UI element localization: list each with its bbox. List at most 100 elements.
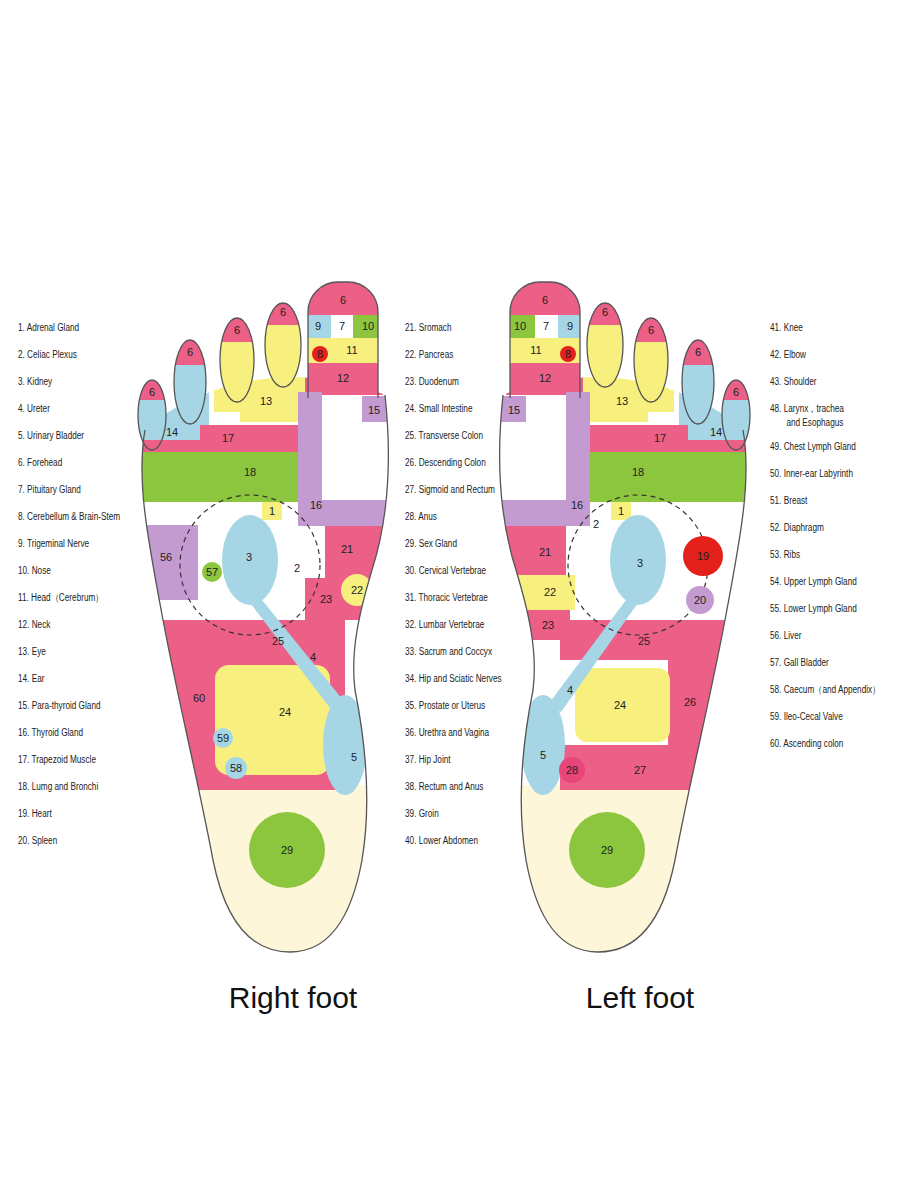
key-entry: 52. Diaphragm <box>770 521 824 535</box>
key-entry: 25. Transverse Colon <box>405 429 483 443</box>
key-entry: 28. Anus <box>405 510 437 524</box>
callout-number: 6 <box>149 386 155 398</box>
right-foot-zones-part <box>249 812 325 888</box>
key-entry: 41. Knee <box>770 321 803 335</box>
left-foot-outline-part <box>587 303 623 387</box>
key-entry: 43. Shoulder <box>770 375 817 389</box>
right-foot-outline <box>138 282 388 952</box>
key-entry: 60. Ascending colon <box>770 737 843 751</box>
key-entry: 8. Cerebellum & Brain-Stem <box>18 510 120 524</box>
callout-number: 13 <box>616 395 628 407</box>
callout-number: 12 <box>539 372 551 384</box>
left-foot-outline <box>500 282 750 952</box>
callout-number: 6 <box>602 306 608 318</box>
left-foot-zones-part <box>688 400 770 440</box>
right-foot-outline-part <box>142 395 388 952</box>
key-entry: 16. Thyroid Gland <box>18 726 83 740</box>
right-foot-zones <box>100 270 420 975</box>
key-entry: 36. Urethra and Vagina <box>405 726 489 740</box>
key-entry: 30. Cervical Vertebrae <box>405 564 486 578</box>
key-entry: 4. Ureter <box>18 402 50 416</box>
callout-number: 18 <box>632 466 644 478</box>
right-foot-zones-part <box>305 315 331 338</box>
key-entry: 35. Prostate or Uterus <box>405 699 485 713</box>
foot-caption: Left foot <box>586 981 694 1015</box>
callout-number: 6 <box>340 294 346 306</box>
left-foot-zones-part <box>611 502 631 520</box>
left-foot-zones-part <box>488 396 526 422</box>
callout-number: 57 <box>206 566 218 578</box>
right-foot-zones-part <box>222 515 278 605</box>
right-foot-outline-part <box>265 303 301 387</box>
callout-number: 11 <box>346 344 357 356</box>
key-entry: 3. Kidney <box>18 375 52 389</box>
right-foot-zones-part <box>180 495 320 635</box>
key-entry: 29. Sex Gland <box>405 537 457 551</box>
callout-number: 9 <box>567 320 573 332</box>
right-foot-outline-part <box>308 282 378 398</box>
left-foot-zones-part <box>547 600 640 712</box>
callout-number: 17 <box>222 432 234 444</box>
callout-number: 28 <box>566 764 578 776</box>
left-foot-zones-part <box>686 586 714 614</box>
foot-caption: Right foot <box>229 981 357 1015</box>
key-entry: 40. Lower Abdomen <box>405 834 478 848</box>
key-entry: 50. Inner-ear Labyrinth <box>770 467 853 481</box>
left-foot-zones-part <box>535 315 558 338</box>
left-foot-zones <box>460 270 800 975</box>
key-entry: 22. Pancreas <box>405 348 453 362</box>
callout-number: 6 <box>234 324 240 336</box>
callout-number: 22 <box>544 586 556 598</box>
callout-number: 2 <box>294 562 300 574</box>
left-foot-zones-part <box>460 785 800 975</box>
key-entry: 2. Celiac Plexus <box>18 348 77 362</box>
callout-number: 15 <box>368 404 380 416</box>
left-foot-zones-part <box>569 812 645 888</box>
left-foot-outline-part <box>634 318 668 402</box>
right-foot-zones-part <box>341 574 373 606</box>
callout-number: 15 <box>508 404 520 416</box>
key-entry: 17. Trapezoid Muscle <box>18 753 96 767</box>
key-entry: 51. Breast <box>770 494 807 508</box>
key-entry: 53. Ribs <box>770 548 800 562</box>
callout-number: 24 <box>279 706 291 718</box>
key-entry: 31. Thoracic Vertebrae <box>405 591 488 605</box>
right-foot-outline-part <box>138 380 166 450</box>
key-entry: 15. Para-thyroid Gland <box>18 699 101 713</box>
callout-number: 10 <box>362 320 374 332</box>
key-entry: 58. Caecum（and Appendix） <box>770 683 880 697</box>
callout-number: 23 <box>542 619 554 631</box>
key-entry: 10. Nose <box>18 564 51 578</box>
callout-number: 59 <box>217 732 229 744</box>
right-foot-zones-part <box>100 785 420 975</box>
callout-number: 5 <box>351 751 357 763</box>
callout-number: 6 <box>280 306 286 318</box>
left-foot-zones-part <box>488 526 566 575</box>
key-entry: 19. Heart <box>18 807 52 821</box>
key-entry: 26. Descending Colon <box>405 456 486 470</box>
callout-number: 4 <box>310 651 316 663</box>
callout-number: 12 <box>337 372 349 384</box>
callout-number: 8 <box>565 348 571 360</box>
callout-number: 16 <box>571 499 583 511</box>
callout-number: 26 <box>684 696 696 708</box>
callout-number: 56 <box>160 551 172 563</box>
right-foot-zones-part <box>120 620 345 790</box>
callout-number: 3 <box>246 551 252 563</box>
callout-number: 6 <box>187 346 193 358</box>
key-entry: 33. Sacrum and Coccyx <box>405 645 492 659</box>
key-entry: 1. Adrenal Gland <box>18 321 79 335</box>
callout-number: 14 <box>710 426 722 438</box>
callout-number: 4 <box>567 684 573 696</box>
callout-number: 24 <box>614 699 626 711</box>
callout-number: 8 <box>317 348 323 360</box>
key-entry: 48. Larynx，trachea and Esophagus <box>770 402 852 430</box>
callout-number: 58 <box>230 762 242 774</box>
callout-number: 25 <box>638 635 650 647</box>
key-entry: 42. Elbow <box>770 348 806 362</box>
left-foot-zones-part <box>506 363 583 395</box>
right-foot-zones-part <box>120 400 200 440</box>
callout-number: 27 <box>634 764 646 776</box>
key-entry: 14. Ear <box>18 672 44 686</box>
left-foot-zones-part <box>575 668 670 742</box>
